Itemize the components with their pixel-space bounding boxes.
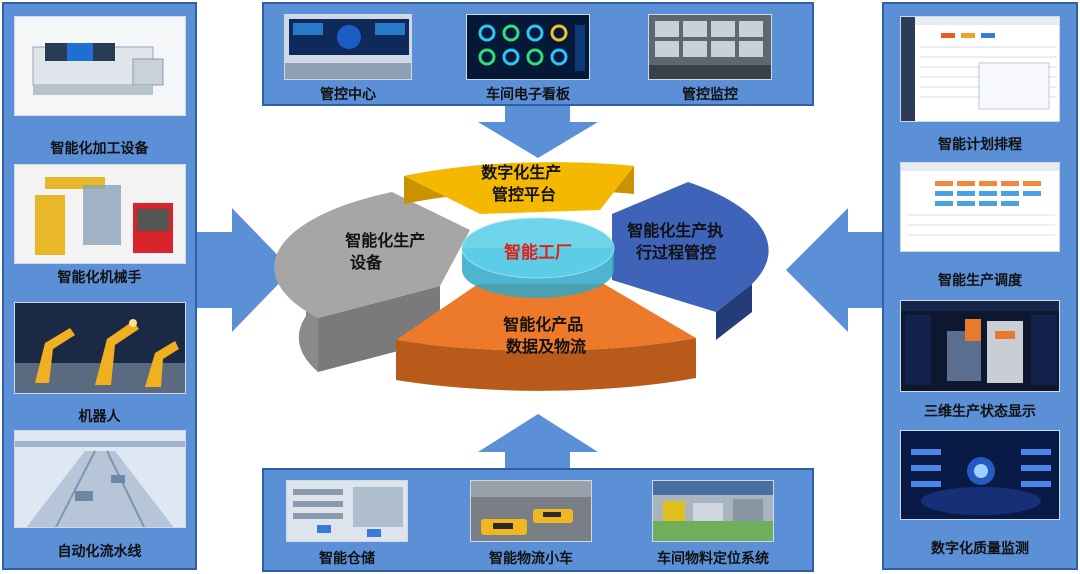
segment-gray-line-2: 设备 [350,253,383,272]
left-panel: 智能化加工设备 智能化机械手 机器人 [2,2,197,570]
robot-arm-cell-icon [15,165,185,263]
right-item-label-1: 智能计划排程 [938,137,1022,153]
schedule-software-icon [901,17,1059,121]
dashboard-screen-image [466,14,590,80]
top-item-label-2: 车间电子看板 [486,87,570,103]
dashboard-screen-icon [467,15,589,79]
welding-robots-icon [15,303,185,393]
laser-machine-image [14,16,186,116]
segment-yellow-top [404,162,634,214]
left-item-label-4: 自动化流水线 [57,544,142,560]
warehouse-image [286,480,408,542]
agv-carts-image [470,480,592,542]
right-item-label-2: 智能生产调度 [938,273,1022,289]
segment-yellow-label: 数字化生产 管控平台 [481,163,567,204]
segment-gray-line-1: 智能化生产 [345,231,425,250]
monitor-wall-icon [649,15,771,79]
warehouse-icon [287,481,407,541]
quality-dashboard-icon [901,431,1059,519]
control-room-image [284,14,412,80]
segment-blue-label: 智能化生产执 行过程管控 [627,221,729,262]
workshop-floor-image [652,480,774,542]
top-item-label-1: 管控中心 [320,87,376,103]
left-item-label-1: 智能化加工设备 [50,141,149,157]
top-panel: 管控中心 车间电子看板 管控监控 [262,2,814,106]
segment-orange-line-2: 数据及物流 [506,337,586,356]
conveyor-line-icon [15,431,185,527]
segment-blue-top [612,182,769,312]
agv-carts-icon [471,481,591,541]
dispatch-gantt-icon [901,163,1059,251]
3d-factory-view-icon [901,301,1059,391]
schedule-software-image [900,16,1060,122]
segment-gray-label: 智能化生产 设备 [345,231,431,272]
left-item-label-2: 智能化机械手 [57,270,142,286]
segment-yellow-line-2: 管控平台 [492,185,556,204]
right-panel: 智能计划排程 智能生产调度 三维生产状态显示 [882,2,1078,570]
segment-blue-line-1: 智能化生产执 [627,221,723,240]
workshop-floor-icon [653,481,773,541]
center-label: 智能工厂 [504,242,572,263]
quality-dashboard-image [900,430,1060,520]
left-item-label-3: 机器人 [78,409,121,425]
bottom-arrow [478,414,598,468]
segment-blue-side [716,284,752,340]
dispatch-gantt-image [900,162,1060,252]
3d-factory-view-image [900,300,1060,392]
center-disc-top [461,217,615,279]
bottom-item-label-3: 车间物料定位系统 [657,551,769,567]
right-item-label-3: 三维生产状态显示 [924,404,1036,420]
segment-gray-side [318,286,440,372]
top-arrow [478,106,598,158]
monitor-wall-image [648,14,772,80]
welding-robots-image [14,302,186,394]
segment-orange-label: 智能化产品 数据及物流 [503,315,589,356]
top-item-label-3: 管控监控 [682,87,738,103]
control-room-icon [285,15,411,79]
bottom-panel: 智能仓储 智能物流小车 车间物料定位系统 [262,468,814,572]
bottom-item-label-2: 智能物流小车 [489,551,573,567]
right-item-label-4: 数字化质量监测 [931,541,1029,557]
right-arrow [786,208,884,332]
conveyor-line-image [14,430,186,528]
segment-blue-line-2: 行过程管控 [635,243,716,262]
segment-orange-line-1: 智能化产品 [503,315,583,334]
segment-orange-top [396,284,696,351]
segment-orange-side [396,338,696,391]
left-arrow [196,208,292,332]
bottom-item-label-1: 智能仓储 [319,551,375,567]
laser-machine-icon [15,17,185,115]
segment-gray-top [274,192,470,318]
robot-arm-cell-image [14,164,186,264]
segment-yellow-line-1: 数字化生产 [481,163,561,182]
